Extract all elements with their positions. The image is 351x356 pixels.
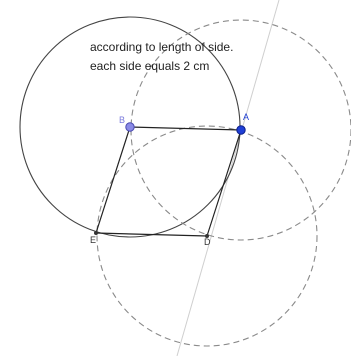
point-a[interactable] [236, 125, 246, 135]
label-b: B [119, 115, 125, 125]
point-d[interactable] [205, 234, 209, 238]
side-ba [129, 126, 242, 131]
label-d: D [204, 237, 211, 247]
annotation-line-2: each side equals 2 cm [90, 59, 209, 73]
label-a: A [243, 112, 249, 122]
dashed-circle-center-d [96, 125, 318, 347]
side-eb [95, 126, 131, 234]
point-b[interactable] [125, 122, 135, 132]
side-ad [206, 129, 242, 237]
annotation-line-1: according to length of side. [90, 40, 233, 54]
point-e[interactable] [94, 231, 98, 235]
side-de [95, 232, 208, 237]
label-e: E [90, 235, 96, 245]
